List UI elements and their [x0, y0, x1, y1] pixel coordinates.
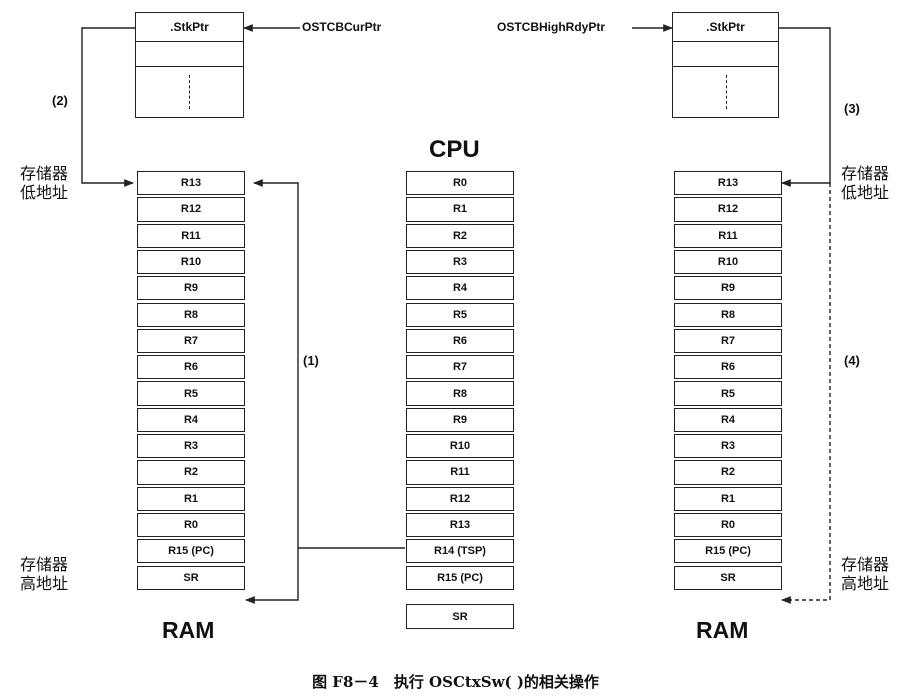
right-stack-cell: R6	[674, 355, 782, 380]
arrow-step1-bottom	[245, 548, 299, 604]
cpu-registers-cell: R15 (PC)	[406, 565, 514, 590]
left-stack-cell: SR	[137, 565, 245, 590]
cpu-registers-cell: R11	[406, 460, 514, 485]
left-stack-cell: R9	[137, 276, 245, 301]
left-stack-cell: R12	[137, 197, 245, 222]
cpu-registers-cell: R6	[406, 328, 514, 354]
right-tcb: .StkPtr	[672, 12, 779, 118]
memory-high-left: 存储器高地址	[20, 555, 69, 593]
cpu-registers-cell: R4	[406, 276, 514, 301]
cpu-registers-cell: R14 (TSP)	[406, 539, 514, 564]
cpu-registers-cell: R1	[406, 197, 514, 222]
left-stack-cell: R10	[137, 249, 245, 275]
right-stack-cell: R0	[674, 512, 782, 538]
left-stack-cell: R15 (PC)	[137, 539, 245, 564]
right-stack-cell: R9	[674, 276, 782, 301]
cpu-registers-cell: R7	[406, 355, 514, 380]
right-tcb-row-2	[673, 42, 778, 67]
arrow-step2	[81, 27, 135, 187]
left-tcb: .StkPtr	[135, 12, 244, 118]
left-stack-cell: R2	[137, 460, 245, 485]
right-tcb-ellipsis	[726, 75, 727, 109]
right-tcb-stkptr: .StkPtr	[673, 13, 778, 42]
right-stack-cell: R11	[674, 223, 782, 248]
curptr-label: OSTCBCurPtr	[302, 20, 382, 34]
left-stack-cell: R5	[137, 381, 245, 406]
cpu-registers-cell: R12	[406, 486, 514, 511]
cpu-registers-cell: R2	[406, 223, 514, 248]
cpu-registers-cell: R10	[406, 434, 514, 459]
right-stack-cell: R12	[674, 197, 782, 222]
left-tcb-row-2	[136, 42, 243, 67]
left-tcb-stkptr: .StkPtr	[136, 13, 243, 42]
left-stack-cell: R3	[137, 434, 245, 459]
left-stack-cell: R11	[137, 223, 245, 248]
cpu-registers-cell: R9	[406, 407, 514, 432]
cpu-registers-cell: R5	[406, 302, 514, 327]
memory-high-right: 存储器高地址	[841, 555, 890, 593]
left-stack-cell: R1	[137, 486, 245, 511]
cpu-registers-cell: R0	[406, 171, 514, 196]
right-stack-cell: R7	[674, 328, 782, 354]
left-stack-cell: R4	[137, 407, 245, 432]
memory-low-right: 存储器低地址	[841, 164, 890, 202]
ram-label-right: RAM	[696, 617, 749, 643]
left-stack-cell: R6	[137, 355, 245, 380]
right-stack-cell: R10	[674, 249, 782, 275]
figure-caption: 图 F8－4 执行 OSCtxSw( )的相关操作	[312, 673, 599, 691]
cpu-registers-cell: R3	[406, 249, 514, 275]
step-3-label: (3)	[844, 101, 860, 116]
right-stack-cell: R4	[674, 407, 782, 432]
ram-label-left: RAM	[162, 617, 215, 643]
arrow-step4	[781, 183, 831, 604]
right-stack-cell: SR	[674, 565, 782, 590]
right-stack-cell: R1	[674, 486, 782, 511]
cpu-registers-cell: R8	[406, 381, 514, 406]
arrow-step1-top	[253, 179, 405, 549]
step-1-label: (1)	[303, 353, 319, 368]
right-stack-cell: R2	[674, 460, 782, 485]
memory-low-left: 存储器低地址	[20, 164, 69, 202]
step-4-label: (4)	[844, 353, 860, 368]
left-stack-cell: R0	[137, 512, 245, 538]
right-stack-cell: R13	[674, 171, 782, 196]
step-2-label: (2)	[52, 93, 68, 108]
left-stack-cell: R7	[137, 328, 245, 354]
cpu-sr: SR	[406, 604, 514, 629]
right-stack-cell: R5	[674, 381, 782, 406]
right-stack-cell: R8	[674, 302, 782, 327]
left-tcb-ellipsis	[189, 75, 190, 109]
arrow-step3	[779, 27, 831, 187]
cpu-registers-cell: R13	[406, 512, 514, 538]
right-stack-cell: R15 (PC)	[674, 539, 782, 564]
highrdyptr-label: OSTCBHighRdyPtr	[497, 20, 605, 34]
right-stack-cell: R3	[674, 434, 782, 459]
left-stack-cell: R13	[137, 171, 245, 196]
left-stack-cell: R8	[137, 302, 245, 327]
cpu-title: CPU	[429, 136, 480, 163]
